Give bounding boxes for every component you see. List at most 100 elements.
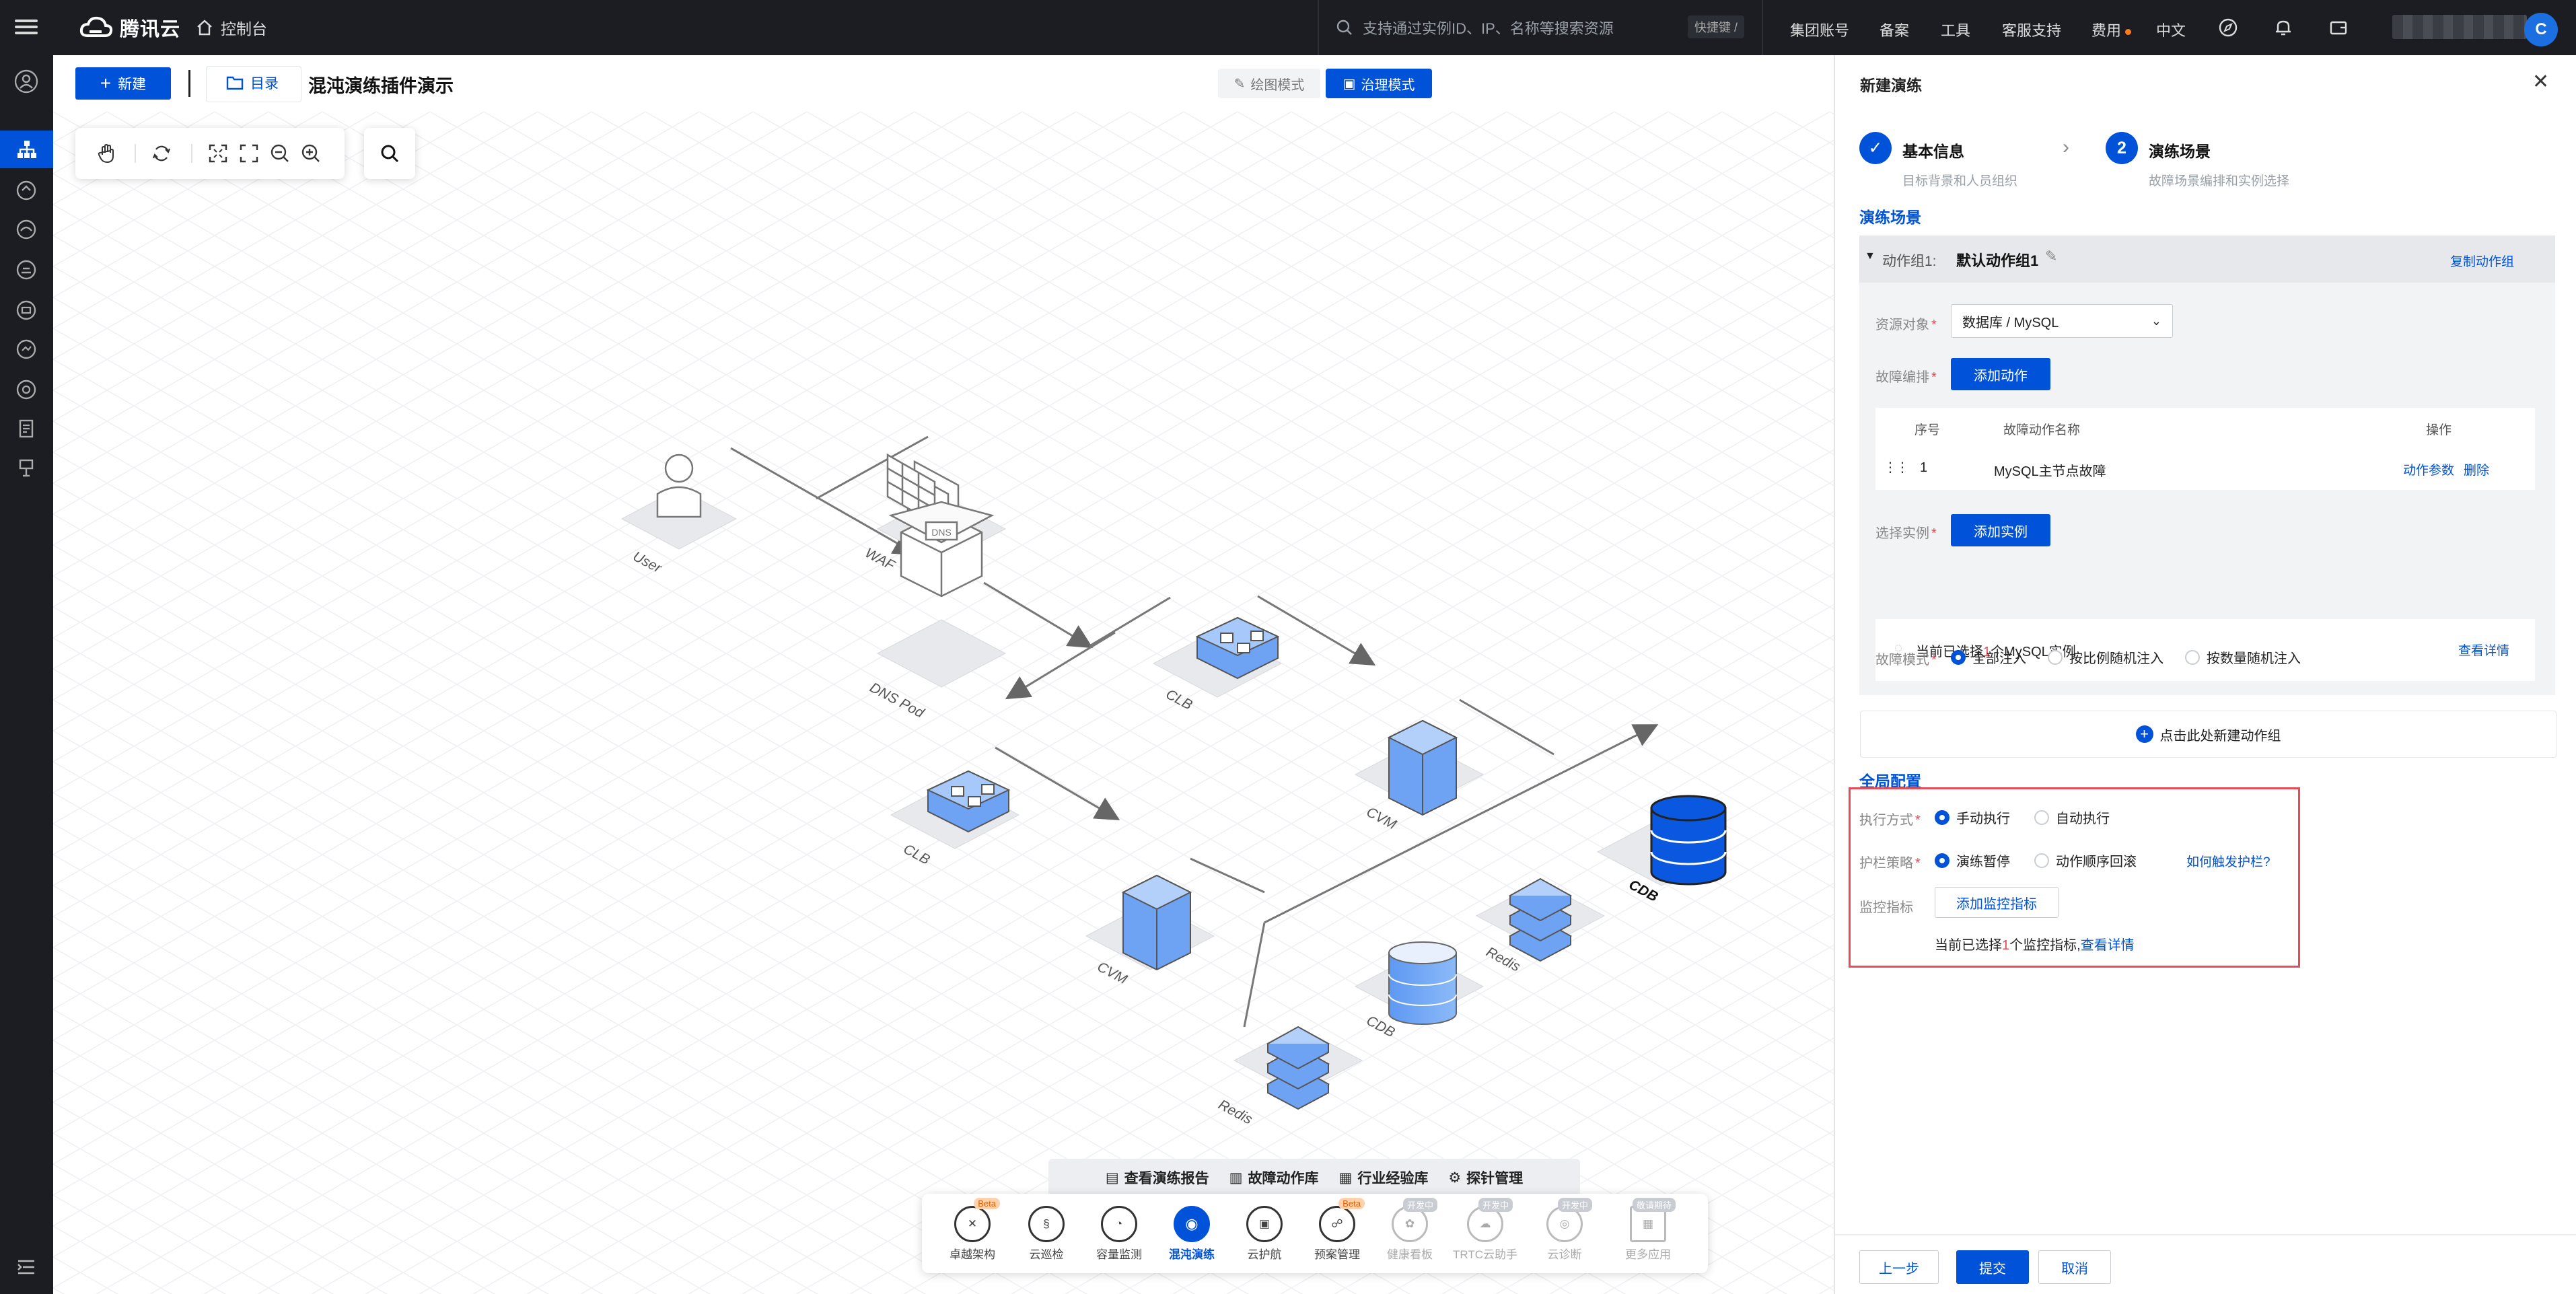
radio-pause[interactable]: 演练暂停 xyxy=(1935,851,2010,870)
govern-mode-label: 治理模式 xyxy=(1361,77,1415,93)
nav-group-account[interactable]: 集团账号 xyxy=(1790,22,1850,39)
app-cloud-escort[interactable]: ▣云护航 xyxy=(1227,1206,1301,1262)
radio-unchecked xyxy=(2034,853,2049,868)
radio-inject-all[interactable]: 全部注入 xyxy=(1951,647,2026,667)
directory-button[interactable]: 目录 xyxy=(226,73,279,93)
label-text: 资源对象 xyxy=(1875,318,1929,332)
prev-step-button[interactable]: 上一步 xyxy=(1859,1250,1939,1284)
radio-rollback[interactable]: 动作顺序回滚 xyxy=(2034,851,2137,870)
resource-label: 资源对象* xyxy=(1875,314,1937,333)
compass-icon[interactable] xyxy=(2217,16,2240,39)
capacity-icon[interactable] xyxy=(12,215,40,244)
account-name[interactable] xyxy=(2392,15,2527,39)
fullscreen-icon[interactable] xyxy=(238,143,260,164)
app-cloud-inspection[interactable]: §云巡检 xyxy=(1009,1206,1083,1262)
report-icon: ▤ xyxy=(1105,1170,1119,1186)
nav-support[interactable]: 客服支持 xyxy=(2002,22,2062,39)
nav-tools[interactable]: 工具 xyxy=(1941,22,1971,39)
plan-icon[interactable] xyxy=(12,335,40,363)
nav-billing[interactable]: 费用 xyxy=(2091,19,2132,40)
nav-language[interactable]: 中文 xyxy=(2156,22,2186,39)
submit-button[interactable]: 提交 xyxy=(1956,1250,2029,1284)
table-row[interactable]: ⋮⋮ 1 MySQL主节点故障 动作参数 删除 xyxy=(1875,447,2535,490)
user-icon[interactable] xyxy=(12,67,40,96)
cancel-button[interactable]: 取消 xyxy=(2038,1250,2111,1284)
app-plan-management[interactable]: Beta☍预案管理 xyxy=(1300,1198,1374,1262)
avatar[interactable]: C xyxy=(2524,13,2558,46)
guard-label: 护栏策略* xyxy=(1859,852,1921,871)
fault-library-link[interactable]: ▥故障动作库 xyxy=(1229,1167,1319,1188)
home-icon xyxy=(197,20,212,36)
view-report-link[interactable]: ▤查看演练报告 xyxy=(1106,1167,1209,1188)
escort-icon[interactable] xyxy=(12,296,40,324)
bell-icon[interactable] xyxy=(2272,16,2295,39)
app-more[interactable]: 敬请期待▦更多应用 xyxy=(1611,1198,1685,1262)
probe-management-link[interactable]: ⚙探针管理 xyxy=(1448,1167,1523,1188)
directory-button-frame xyxy=(206,66,301,102)
fit-screen-icon[interactable] xyxy=(207,143,229,164)
chaos-icon[interactable] xyxy=(12,256,40,284)
radio-inject-count[interactable]: 按数量随机注入 xyxy=(2185,647,2301,667)
required-mark: * xyxy=(1915,813,1921,828)
app-trtc-assistant[interactable]: 开发中☁TRTC云助手 xyxy=(1448,1198,1522,1262)
new-drill-panel: 新建演练 ✕ ✓ 基本信息 目标背景和人员组织 › 2 演练场景 故障场景编排和… xyxy=(1834,55,2576,1294)
nav-icp-filing[interactable]: 备案 xyxy=(1880,22,1910,39)
plus-icon: + xyxy=(100,73,112,94)
industry-library-link[interactable]: ▦行业经验库 xyxy=(1339,1167,1429,1188)
inspection-icon[interactable] xyxy=(12,176,40,205)
add-instance-button[interactable]: 添加实例 xyxy=(1951,514,2050,546)
guard-help-link[interactable]: 如何触发护栏? xyxy=(2186,855,2270,869)
required-mark: * xyxy=(1931,318,1937,332)
architecture-icon[interactable] xyxy=(0,131,53,168)
add-group-button[interactable]: + 点击此处新建动作组 xyxy=(1860,711,2556,758)
delete-link[interactable]: 删除 xyxy=(2464,464,2490,478)
console-link[interactable]: 控制台 xyxy=(195,16,267,39)
new-button-label: 新建 xyxy=(118,77,147,92)
caret-down-icon[interactable]: ▼ xyxy=(1865,250,1875,262)
collapse-menu-icon[interactable] xyxy=(12,1253,40,1281)
global-search[interactable]: 支持通过实例ID、IP、名称等搜索资源 xyxy=(1336,12,1753,43)
radio-auto[interactable]: 自动执行 xyxy=(2034,807,2110,827)
drag-handle-icon[interactable]: ⋮⋮ xyxy=(1884,460,1909,475)
radio-checked xyxy=(1935,810,1949,825)
zoom-in-icon[interactable] xyxy=(300,143,322,164)
app-health-board[interactable]: 开发中✿健康看板 xyxy=(1373,1198,1447,1262)
resource-select[interactable]: 数据库 / MySQL ⌄ xyxy=(1951,304,2173,338)
health-icon[interactable] xyxy=(12,375,40,404)
zoom-out-icon[interactable] xyxy=(269,143,291,164)
probe-icon[interactable] xyxy=(12,454,40,482)
app-chaos-drill[interactable]: ◉混沌演练 xyxy=(1155,1206,1229,1262)
wallet-icon[interactable] xyxy=(2327,16,2350,39)
draw-mode-button[interactable]: ✎绘图模式 xyxy=(1218,69,1320,98)
copy-group-link[interactable]: 复制动作组 xyxy=(2450,255,2515,269)
radio-inject-ratio[interactable]: 按比例随机注入 xyxy=(2048,647,2163,667)
radio-manual[interactable]: 手动执行 xyxy=(1935,807,2010,827)
edit-icon[interactable]: ✎ xyxy=(2045,248,2058,264)
close-icon[interactable]: ✕ xyxy=(2532,71,2550,93)
cloud-logo-icon xyxy=(79,16,113,37)
hand-icon[interactable] xyxy=(96,143,117,164)
new-button[interactable]: + 新建 xyxy=(75,67,171,100)
app-label: 卓越架构 xyxy=(950,1248,995,1261)
rotate-icon[interactable] xyxy=(151,143,172,164)
action-params-link[interactable]: 动作参数 xyxy=(2403,464,2455,478)
architecture-canvas[interactable]: DNS xyxy=(53,112,1834,1294)
menu-icon[interactable] xyxy=(15,16,38,39)
canvas-search-button[interactable] xyxy=(364,128,415,179)
radio-label: 动作顺序回滚 xyxy=(2056,855,2137,869)
add-action-button[interactable]: 添加动作 xyxy=(1951,358,2050,390)
monitor-view-link[interactable]: 查看详情 xyxy=(2080,938,2135,953)
govern-mode-button[interactable]: ▣治理模式 xyxy=(1326,69,1432,98)
app-excellent-architecture[interactable]: Beta✕卓越架构 xyxy=(935,1198,1009,1262)
column-header: 操作 xyxy=(2426,423,2452,437)
document-icon[interactable] xyxy=(12,415,40,443)
view-details-link[interactable]: 查看详情 xyxy=(2458,644,2510,658)
app-capacity-monitor[interactable]: ◔容量监测 xyxy=(1082,1206,1156,1262)
app-cloud-diagnosis[interactable]: 开发中◎云诊断 xyxy=(1528,1198,1602,1262)
folder-icon xyxy=(226,76,244,90)
add-monitor-button[interactable]: 添加监控指标 xyxy=(1935,887,2059,918)
dev-badge: 开发中 xyxy=(1557,1198,1592,1212)
radio-label: 手动执行 xyxy=(1956,812,2010,826)
tencent-cloud-logo[interactable]: 腾讯云 xyxy=(79,13,180,42)
step-2-title: 演练场景 xyxy=(2149,143,2211,160)
